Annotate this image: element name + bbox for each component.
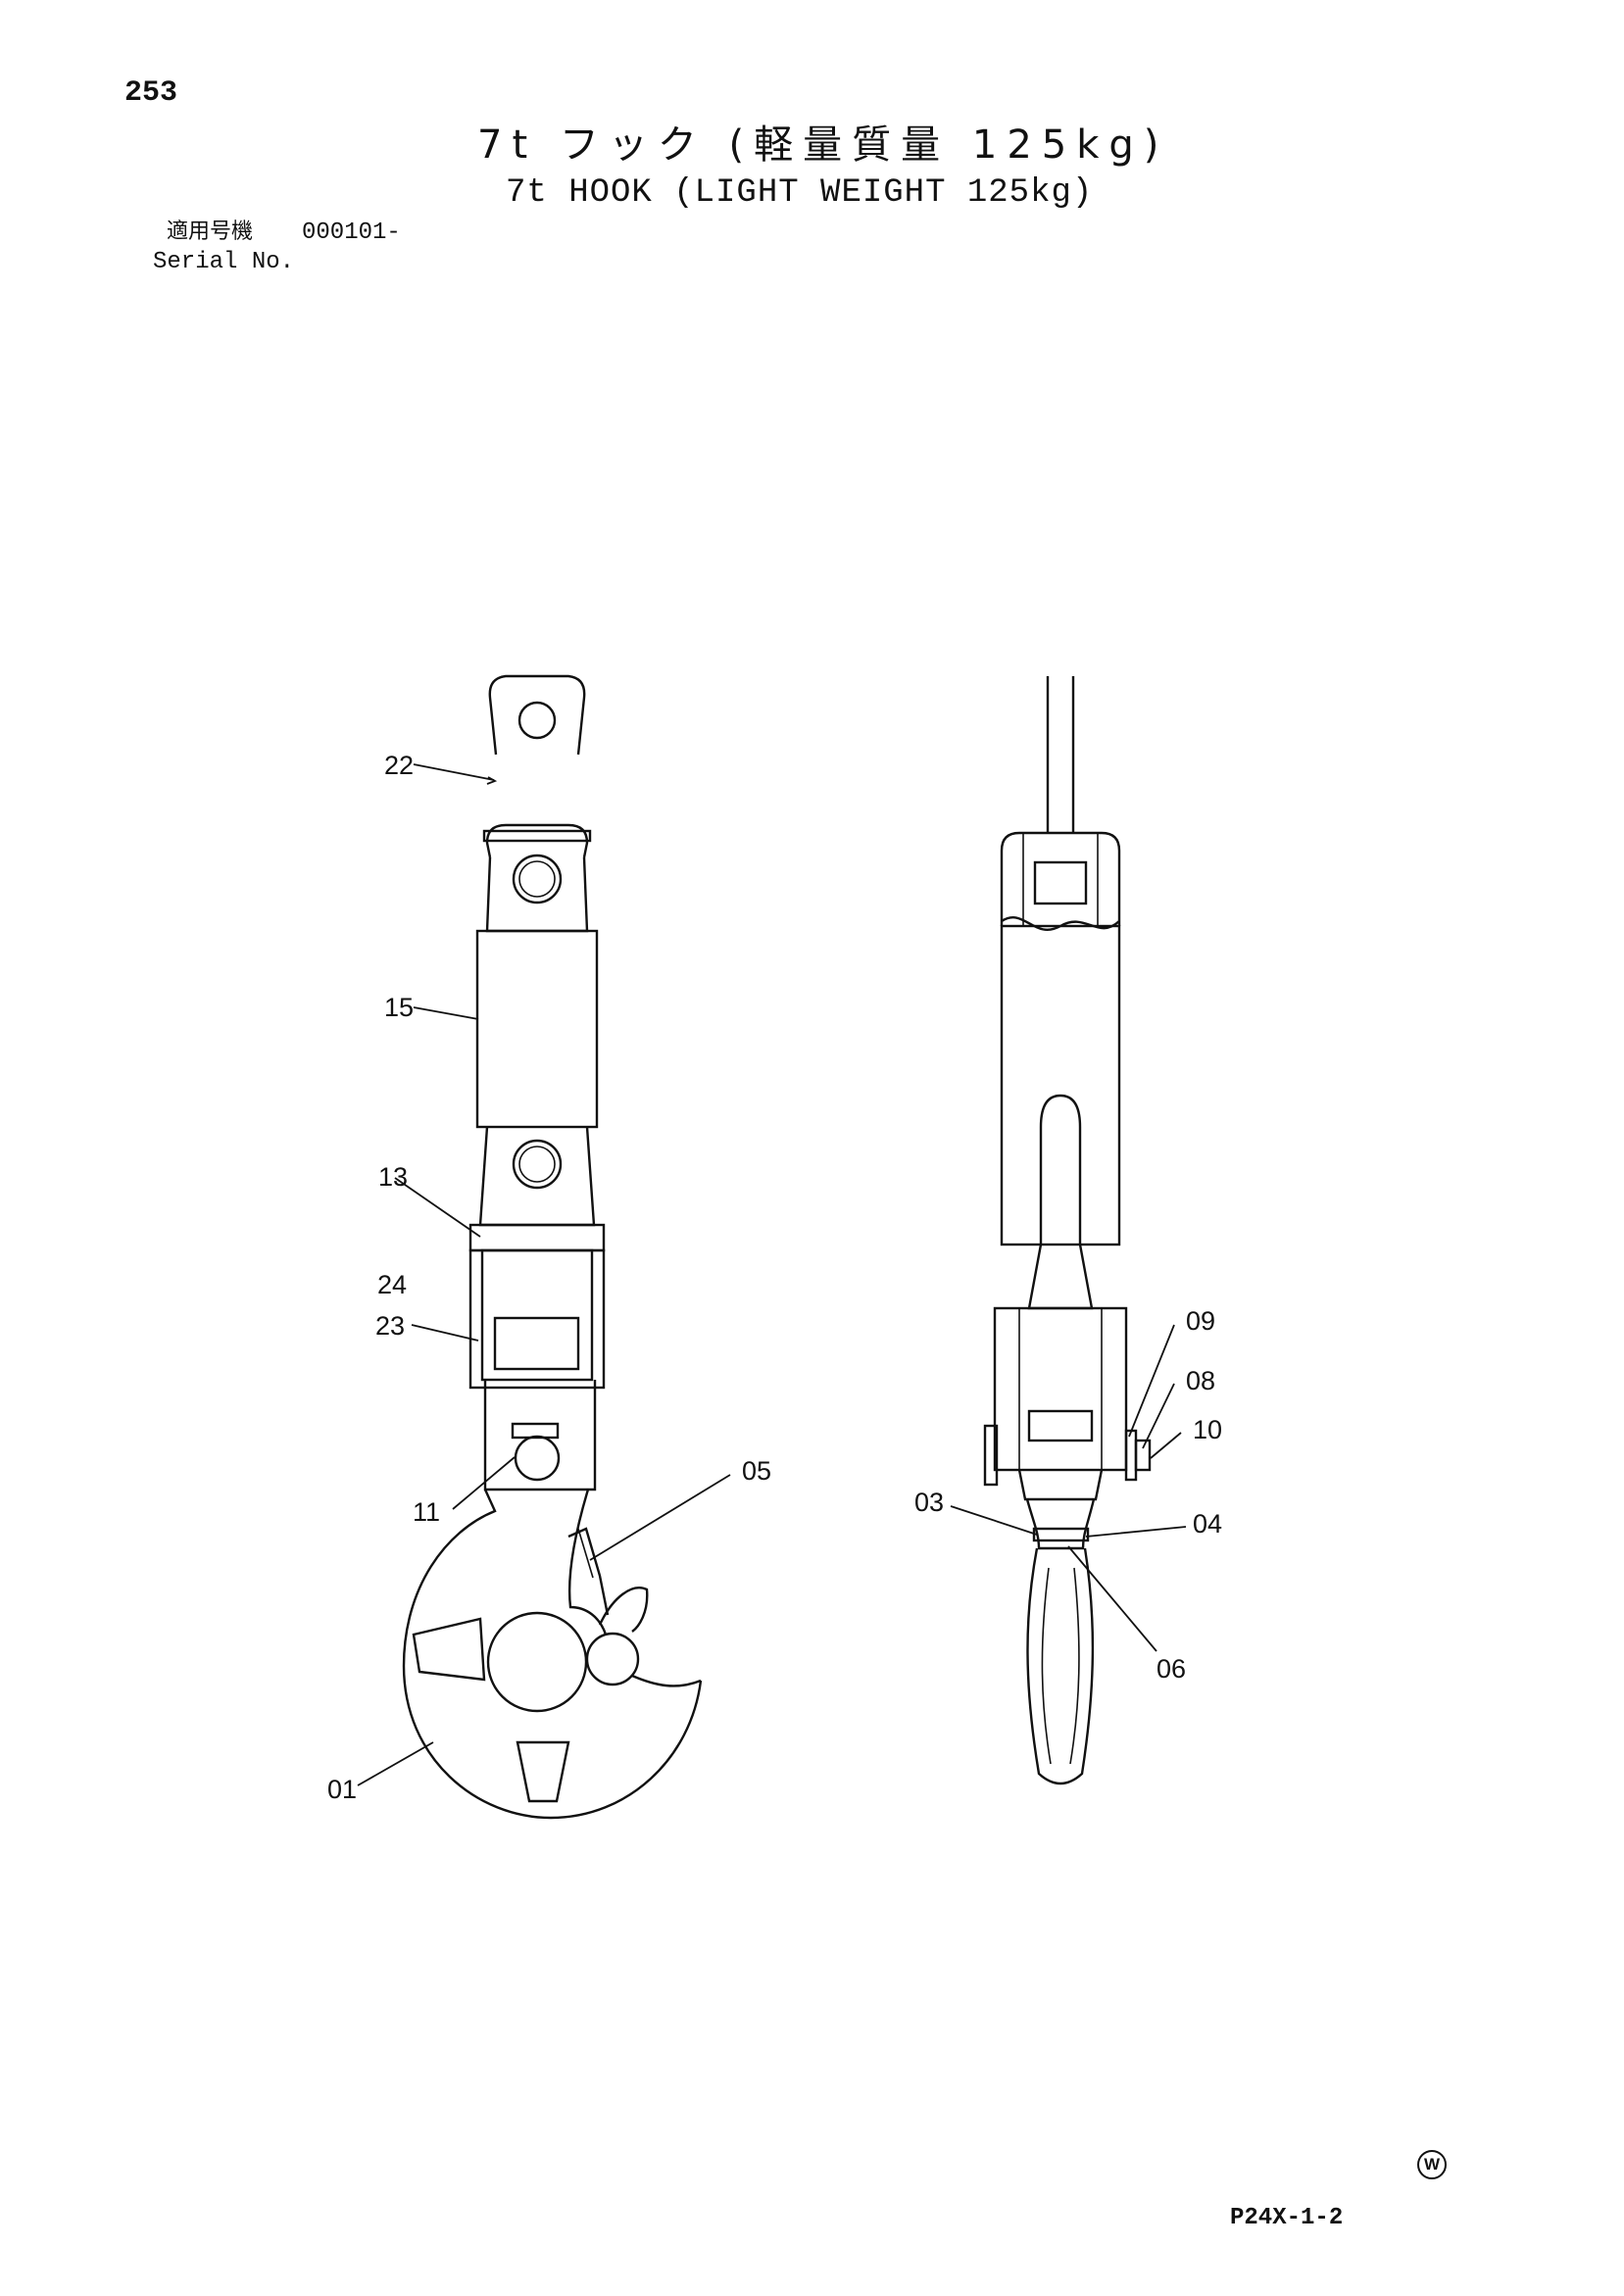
callout-10: 10 [1193,1415,1222,1444]
callout-06: 06 [1156,1654,1186,1684]
side-view [983,676,1152,1785]
serial-label-english: Serial No. [153,249,295,275]
maker-mark: W [1417,2150,1447,2179]
callout-05: 05 [742,1456,771,1486]
callout-01: 01 [327,1775,357,1804]
callout-09: 09 [1186,1306,1215,1336]
callout-04: 04 [1193,1509,1222,1539]
serial-number-range: 000101- [302,220,401,246]
callout-11: 11 [413,1497,440,1527]
serial-label-japanese: 適用号機 [167,220,254,244]
callout-24: 24 [377,1270,407,1299]
callout-08: 08 [1186,1366,1215,1395]
front-view [402,674,703,1820]
page-number: 253 [124,76,178,110]
callout-labels: 22 15 13 24 23 11 05 01 09 08 10 03 04 0… [327,751,1222,1804]
callout-15: 15 [384,993,414,1022]
page-title-japanese: 7t フック (軽量質量 125kg) [477,122,1169,168]
callout-03: 03 [914,1488,944,1517]
leader-lines [357,763,1187,1786]
drawing-code: P24X-1-2 [1230,2205,1344,2231]
page-title-english: 7t HOOK (LIGHT WEIGHT 125kg) [506,174,1094,212]
callout-13: 13 [378,1162,408,1192]
callout-22: 22 [384,751,414,780]
callout-23: 23 [375,1311,405,1341]
